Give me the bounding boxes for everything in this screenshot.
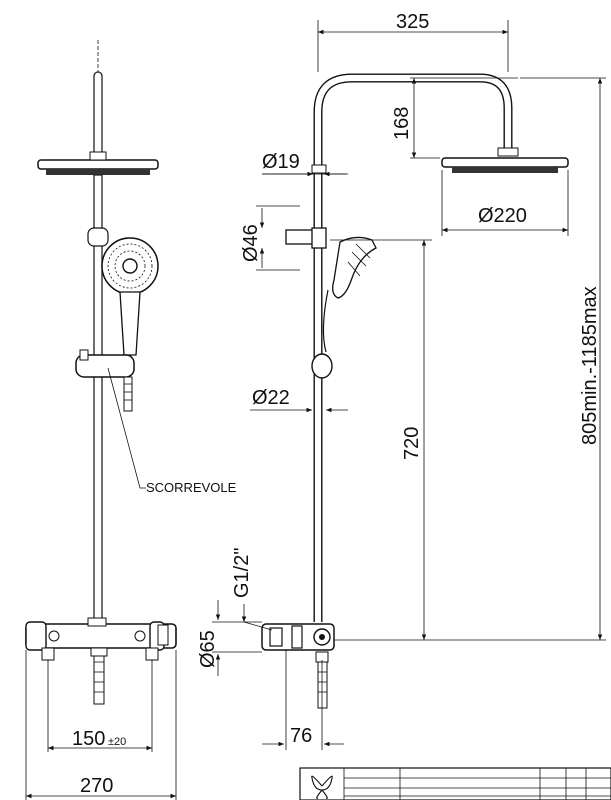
front-wall-holder [87,227,109,247]
slider-leader [107,367,146,489]
side-hand-shower [332,236,377,299]
dim-168: 168 [391,107,413,140]
side-hose-lower [317,661,328,709]
dim-phi65: Ø65 [197,630,219,668]
side-slider [311,353,333,379]
front-top-pipe [93,71,103,161]
dim-phi19: Ø19 [262,151,300,173]
side-shower-head [441,157,569,168]
front-hand-shower-handle [119,291,141,356]
dim-270: 270 [80,775,113,797]
front-view [25,40,177,800]
front-inlet-right [145,647,159,661]
dim-g12: G1/2" [231,548,253,598]
front-hose-upper [123,376,133,412]
dim-720: 720 [401,427,423,460]
front-hose-lower [93,651,105,705]
dim-150-tolerance: ±20 [108,736,126,748]
label-scorrevole: SCORREVOLE [146,480,237,495]
butterfly-logo-icon [311,775,333,799]
side-view [212,20,606,750]
dim-76: 76 [290,725,312,747]
dim-805-1185: 805min.-1185max [579,286,601,445]
dim-phi22: Ø22 [252,387,290,409]
front-shower-head [37,159,159,170]
front-inlet-left [41,647,55,661]
dim-325: 325 [396,11,429,33]
dim-150: 150 [72,728,105,750]
front-head-nozzles [46,169,150,175]
dim-phi46: Ø46 [240,224,262,262]
front-slider [75,354,135,378]
title-block [299,767,611,800]
dim-phi220: Ø220 [478,205,527,227]
